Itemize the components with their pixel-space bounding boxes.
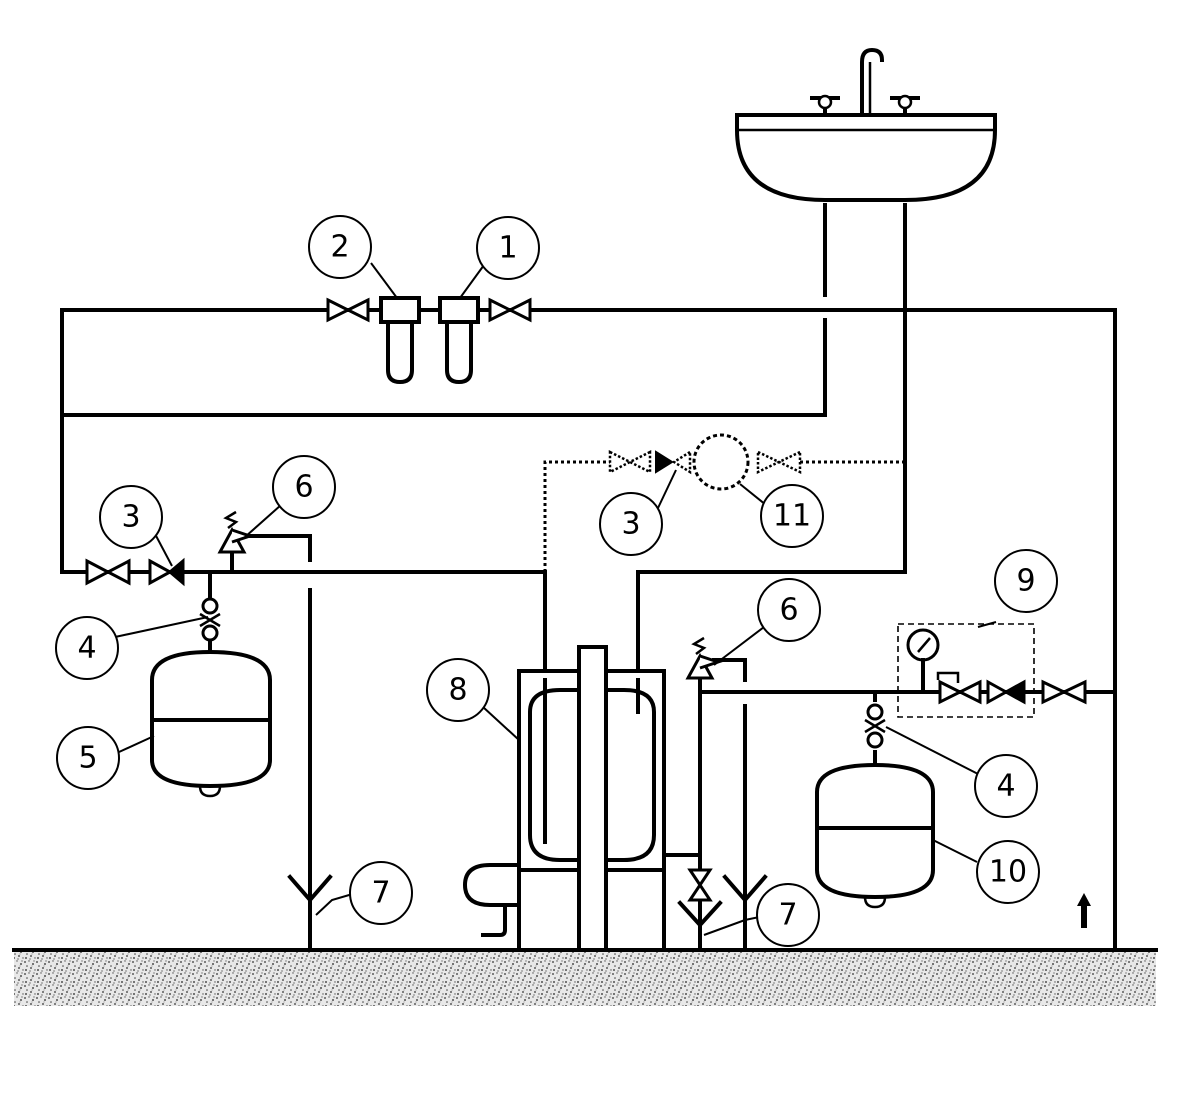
drain-funnel-right-b [722,874,768,904]
svg-text:3: 3 [121,500,140,535]
svg-text:1: 1 [498,231,517,266]
ball-valve-right [864,703,886,749]
callout-7-right: 7 [756,883,820,947]
callout-2: 2 [308,215,372,279]
callout-5: 5 [56,726,120,790]
check-valve-left [148,557,185,587]
svg-text:9: 9 [1016,564,1035,599]
ball-valve-left [199,597,221,642]
callout-11: 11 [760,484,824,548]
leader-lines [114,262,997,936]
safety-group-9 [897,623,1035,718]
safety-valve-left [217,510,255,554]
svg-text:6: 6 [779,593,798,628]
svg-text:3: 3 [621,507,640,542]
svg-text:4: 4 [996,769,1015,804]
svg-text:2: 2 [330,230,349,265]
callout-1: 1 [476,216,540,280]
ground [12,948,1158,1006]
drain-funnel-left [287,874,333,904]
filter-2 [379,296,421,385]
washbasin [735,47,997,202]
callout-3-left: 3 [99,485,163,549]
boiler-8 [462,645,666,952]
callout-10: 10 [976,840,1040,904]
callout-7-left: 7 [349,861,413,925]
expansion-vessel-5 [150,649,272,798]
gate-valve-left [85,558,131,586]
svg-text:7: 7 [778,898,797,933]
filter-1 [438,296,480,385]
callout-6-left: 6 [272,455,336,519]
svg-text:6: 6 [294,470,313,505]
svg-text:4: 4 [77,631,96,666]
callout-4-right: 4 [974,754,1038,818]
svg-text:5: 5 [78,741,97,776]
callout-4-left: 4 [55,616,119,680]
tap-right [890,94,920,115]
drain-valve [687,868,713,902]
callout-9: 9 [994,549,1058,613]
flow-arrow-icon [1077,893,1091,928]
circulation-pump-11 [608,433,802,491]
svg-text:8: 8 [448,673,467,708]
gate-valve-top-left [326,297,370,323]
tap-left [810,94,840,115]
svg-text:11: 11 [773,499,811,534]
drain-funnel-right-a [677,900,723,928]
callout-8: 8 [426,658,490,722]
callout-6-right: 6 [757,578,821,642]
gate-valve-right [1041,679,1087,705]
expansion-vessel-10 [815,762,935,909]
svg-text:7: 7 [371,876,390,911]
callout-3-pump: 3 [599,492,663,556]
svg-text:10: 10 [989,855,1027,890]
gate-valve-top-right [488,297,532,323]
safety-valve-right [685,636,723,680]
